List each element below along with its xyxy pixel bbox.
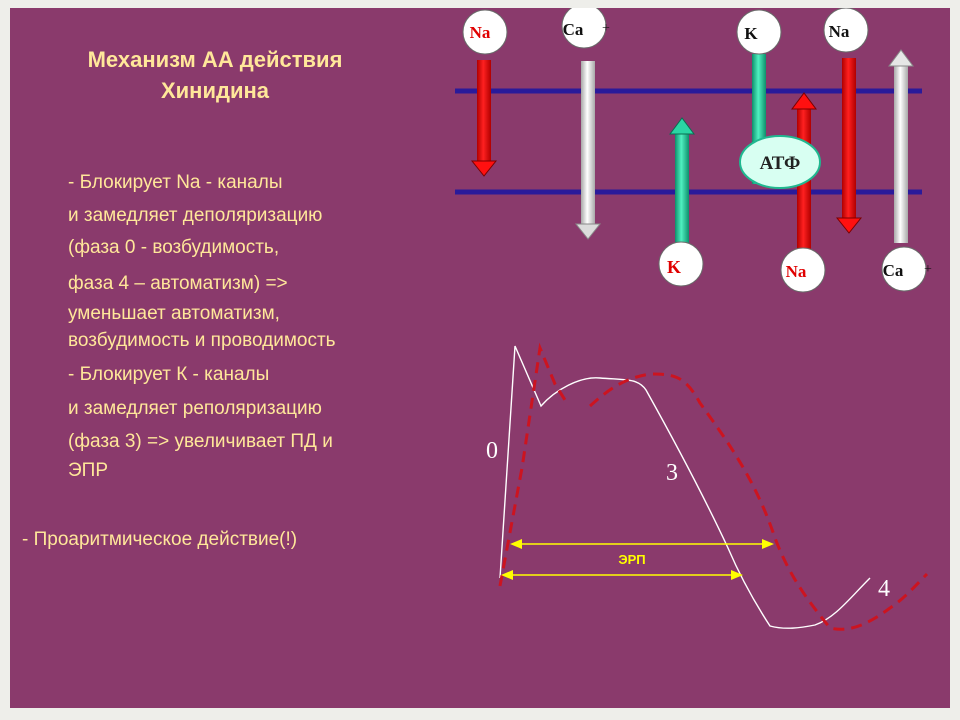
ion-ca-bottom: Ca + [881, 246, 932, 292]
k-bottom-label: K [667, 257, 681, 277]
na-inward-right-arrow [835, 58, 863, 234]
na-inward-arrow [470, 60, 498, 177]
title-line-1: Механизм АА действия [87, 47, 343, 72]
na-top-right-label: Na [829, 22, 850, 41]
atp-pump: АТФ [739, 135, 821, 189]
atp-label: АТФ [760, 153, 801, 174]
title-line-2: Хинидина [160, 78, 270, 103]
k-outward-arrow [669, 117, 695, 247]
quinidine-action-potential-curve [498, 342, 929, 631]
bullet-line-9: (фаза 3) => увеличивает ПД и [68, 431, 333, 452]
ca-bottom-plus: + [924, 262, 932, 277]
bullet-line-7: - Блокирует К - каналы [68, 364, 270, 385]
k-top-label: K [744, 24, 758, 43]
action-potential-graph: ЭРП 0 3 4 [486, 342, 929, 631]
ion-ca-top: Ca + [561, 8, 610, 49]
bullet-line-5: уменьшает автоматизм, [68, 303, 280, 324]
ion-na-top-right: Na [823, 8, 869, 53]
ca-top-plus: + [602, 21, 610, 36]
bullet-line-8: и замедляет реполяризацию [68, 398, 322, 419]
ion-na-bottom: Na [780, 247, 826, 293]
phase-3-label: 3 [666, 460, 678, 486]
bullet-line-2: и замедляет деполяризацию [68, 205, 323, 226]
bullet-line-6: возбудимость и проводимость [68, 330, 336, 351]
ion-na-top-left: Na [462, 9, 508, 55]
ca-bottom-label: Ca [883, 261, 904, 280]
ca-inward-arrow [574, 61, 602, 240]
ca-top-label: Ca [563, 20, 584, 39]
normal-action-potential-curve [499, 345, 871, 629]
proarrhythmic-note: - Проаритмическое действие(!) [22, 529, 298, 550]
ca-outward-arrow [888, 49, 914, 243]
bullet-line-3: (фаза 0 - возбудимость, [68, 237, 280, 258]
erp-arrow-quinidine [510, 539, 774, 549]
bullet-line-10: ЭПР [68, 460, 108, 481]
slide: Механизм АА действия Хинидина - Блокируе… [10, 8, 950, 708]
erp-label: ЭРП [618, 552, 645, 567]
na-top-label: Na [470, 23, 491, 42]
erp-arrow-normal [501, 570, 743, 580]
bullet-line-1: - Блокирует Na - каналы [68, 172, 283, 193]
slide-title: Механизм АА действия Хинидина [50, 44, 380, 106]
diagram: АТФ Na Ca + K Na K Na Ca [455, 8, 932, 631]
na-bottom-label: Na [786, 262, 807, 281]
ion-k-top: K [736, 9, 782, 55]
phase-0-label: 0 [486, 438, 498, 464]
ion-k-bottom: K [658, 241, 704, 287]
phase-4-label: 4 [878, 576, 890, 602]
bullet-line-4: фаза 4 – автоматизм) => [68, 273, 288, 294]
